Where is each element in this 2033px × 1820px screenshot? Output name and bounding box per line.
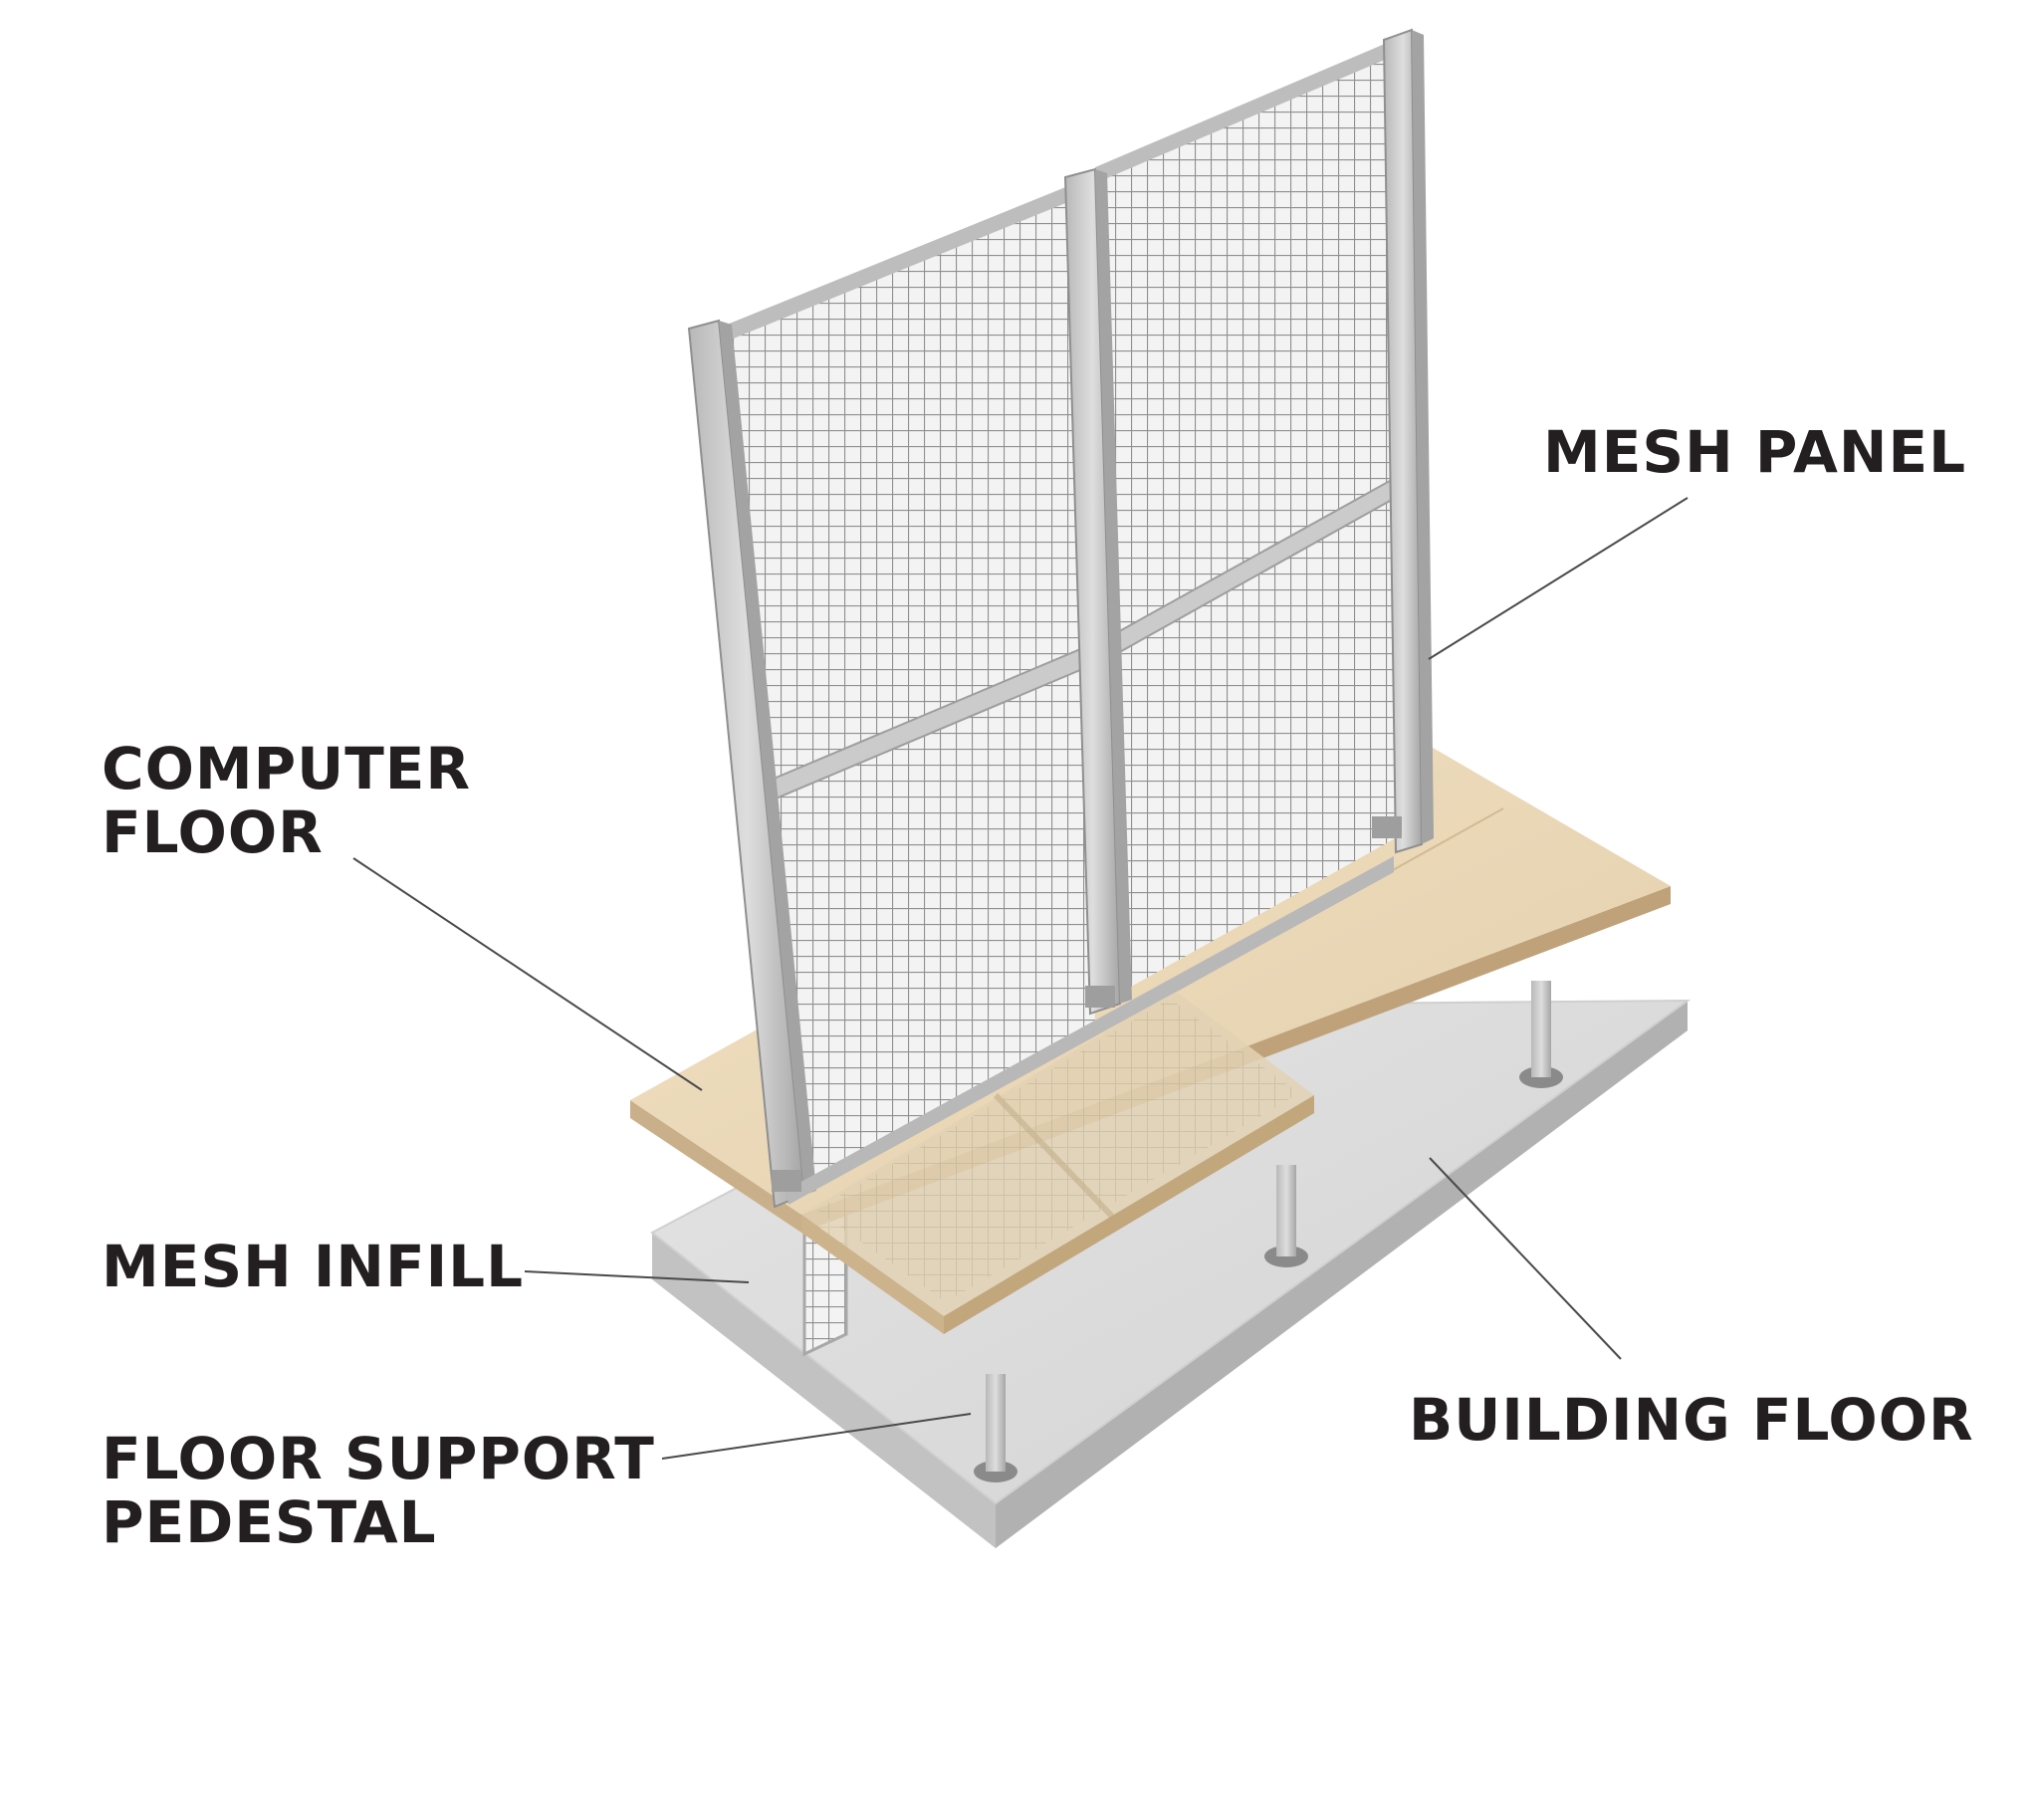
- leader-mesh-panel: [1428, 497, 1689, 660]
- label-mesh-infill: MESH INFILL: [102, 1233, 525, 1300]
- leader-mesh-infill: [524, 1270, 750, 1283]
- label-floor-support-line2: PEDESTAL: [102, 1488, 437, 1556]
- label-computer-floor-line2: FLOOR: [102, 798, 324, 866]
- leader-floor-support: [661, 1413, 972, 1460]
- label-computer-floor-line1: COMPUTER: [102, 735, 472, 802]
- label-floor-support-pedestal: FLOOR SUPPORT PEDESTAL: [102, 1427, 655, 1554]
- leader-lines: [352, 497, 1689, 1460]
- pedestal: [1519, 981, 1563, 1088]
- label-mesh-panel: MESH PANEL: [1543, 418, 1967, 486]
- mesh-panel: [687, 28, 1434, 1209]
- label-computer-floor: COMPUTER FLOOR: [102, 737, 471, 864]
- pedestal: [1264, 1165, 1308, 1267]
- pedestal: [974, 1374, 1017, 1482]
- floor-support-pedestals: [974, 981, 1563, 1482]
- label-building-floor: BUILDING FLOOR: [1409, 1386, 1974, 1454]
- leader-computer-floor: [352, 857, 703, 1091]
- label-floor-support-line1: FLOOR SUPPORT: [102, 1425, 655, 1492]
- leader-building-floor: [1429, 1157, 1622, 1360]
